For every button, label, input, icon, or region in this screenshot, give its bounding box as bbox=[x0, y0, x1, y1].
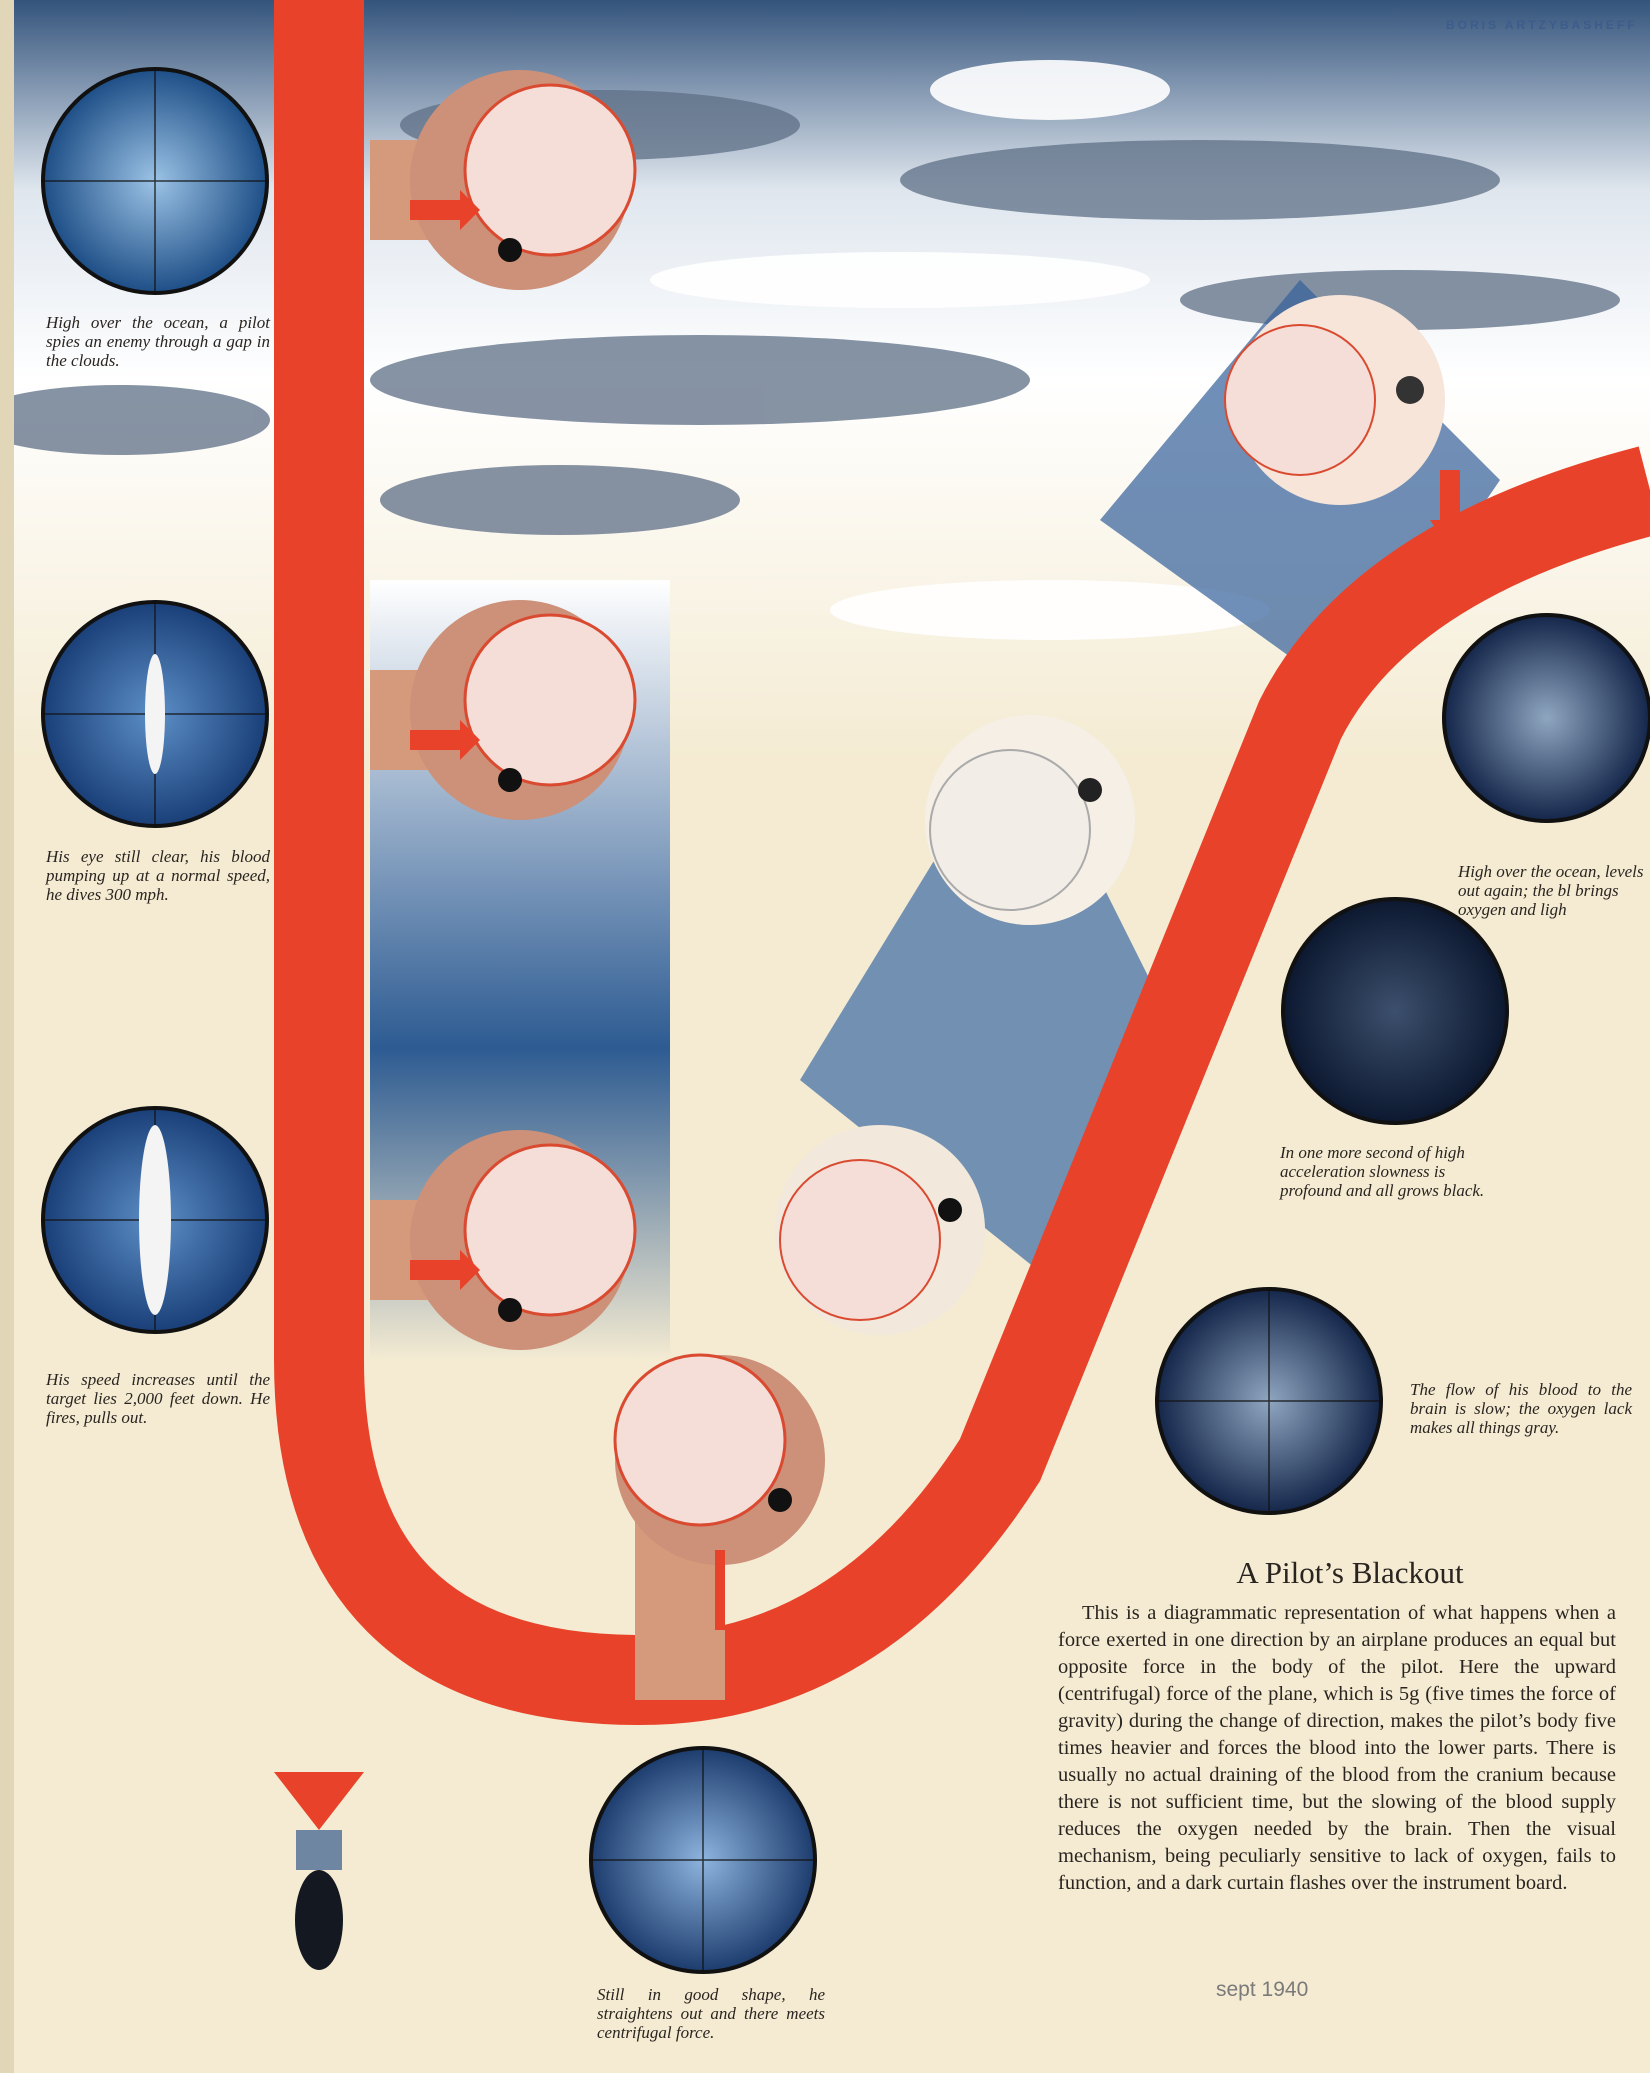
article-title: A Pilot’s Blackout bbox=[1236, 1555, 1464, 1590]
caption-1: High over the ocean, a pilot spies an en… bbox=[46, 313, 270, 370]
caption-7: High over the ocean, levels out again; t… bbox=[1458, 862, 1644, 919]
caption-3: His speed increases until the target lie… bbox=[46, 1370, 270, 1427]
artist-signature: BORIS ARTZYBASHEFF bbox=[1446, 18, 1638, 32]
scope-light-returning bbox=[1442, 613, 1650, 823]
caption-4: Still in good shape, he straightens out … bbox=[597, 1985, 825, 2042]
caption-6: In one more second of high acceleration … bbox=[1280, 1143, 1485, 1200]
arrow-head bbox=[274, 1772, 364, 1830]
pilot-heads bbox=[370, 70, 1470, 1700]
scope-black bbox=[1281, 897, 1509, 1125]
flight-path bbox=[274, 0, 1650, 1726]
date-note: sept 1940 bbox=[1216, 1978, 1309, 2001]
caption-2: His eye still clear, his blood pumping u… bbox=[46, 847, 270, 904]
caption-5: The flow of his blood to the brain is sl… bbox=[1410, 1380, 1632, 1437]
article-body: This is a diagrammatic representation of… bbox=[1058, 1602, 1616, 1894]
bomb-icon bbox=[295, 1870, 343, 1970]
